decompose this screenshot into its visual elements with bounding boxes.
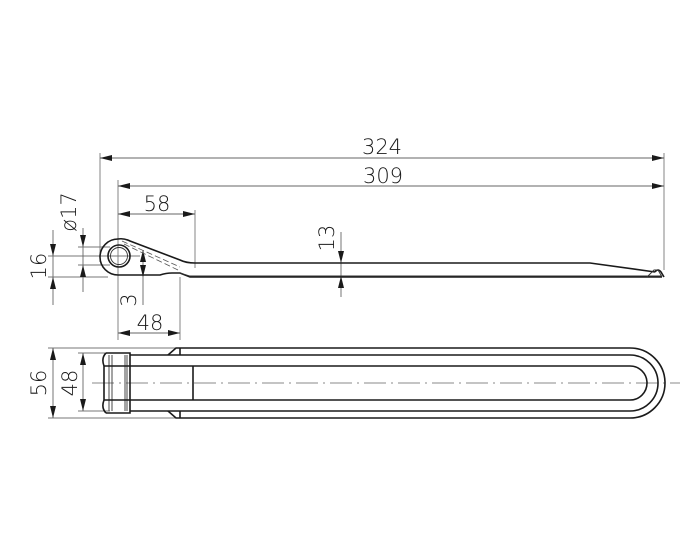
hidden-line-2 <box>123 243 179 271</box>
dimension-label-diameter: ø17 <box>57 192 81 232</box>
dimension-label-3: 3 <box>117 293 141 306</box>
arrow-3-top <box>140 250 146 262</box>
top-view: 56 48 <box>27 347 680 419</box>
arrow-56-bottom <box>50 406 56 418</box>
eye-barrel <box>102 352 131 414</box>
arrow-48v-top <box>80 353 86 365</box>
strap-middle <box>130 354 659 412</box>
strap-top-profile <box>104 347 666 419</box>
strap-outer <box>167 347 666 419</box>
hidden-line-1 <box>121 240 181 268</box>
eye-hole-outer <box>107 244 131 268</box>
arrow-13-bottom <box>338 276 344 288</box>
arrow-dia-top <box>80 235 86 247</box>
barrel-left-curve <box>102 352 107 414</box>
strap-top-edge <box>117 237 656 273</box>
arrow-16-bottom <box>50 277 56 289</box>
barrel-outline <box>106 352 131 414</box>
eye-outer-arc <box>99 238 119 276</box>
dimension-label-56: 56 <box>27 370 51 397</box>
strap-tip-inner <box>646 269 663 278</box>
dimension-label-16: 16 <box>27 253 51 280</box>
side-view: 324 309 58 16 ø17 3 48 13 <box>27 135 665 340</box>
arrow-dia-bottom <box>80 265 86 277</box>
arrow-48v-bottom <box>80 399 86 411</box>
strap-side-profile <box>99 237 665 278</box>
dimension-label-48-horizontal: 48 <box>137 311 164 335</box>
dimension-label-48-vertical: 48 <box>58 370 82 397</box>
arrow-16-top <box>50 244 56 256</box>
arrow-3-bottom <box>140 265 146 277</box>
strap-bottom-inner <box>179 272 662 277</box>
dimension-label-309: 309 <box>363 164 403 188</box>
eye-hole-inner <box>110 247 128 265</box>
arrow-56-top <box>50 348 56 360</box>
dimension-label-13: 13 <box>315 225 339 252</box>
strap-inner <box>104 365 648 401</box>
arrow-13-top <box>338 251 344 263</box>
dimension-label-324: 324 <box>362 135 402 159</box>
strap-bottom-edge <box>118 272 662 278</box>
dimension-label-58: 58 <box>144 192 171 216</box>
